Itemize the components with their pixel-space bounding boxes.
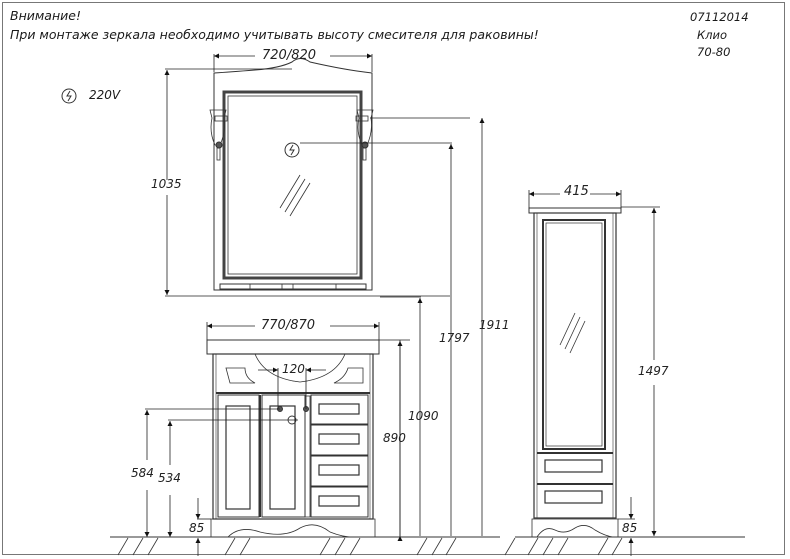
tall-cabinet [528, 207, 622, 538]
warning-title: Внимание! [10, 8, 81, 23]
left-lamp [209, 109, 228, 161]
mirror-height-dimension [164, 68, 450, 297]
tall-cabinet-height-dimension [621, 206, 660, 536]
mirror-width-label: 720/820 [262, 48, 317, 63]
mirror-width-dimension [213, 53, 373, 72]
floor-line [110, 536, 745, 556]
socket-lightning-icon [284, 142, 300, 158]
mirror-height-label: 1035 [151, 177, 182, 191]
model-size: 70-80 [697, 45, 731, 59]
splash-height-label: 1090 [408, 409, 439, 423]
socket-height-label: 1797 [439, 331, 470, 345]
mirror-top-height-label: 1911 [479, 318, 510, 332]
drain-height-label: 534 [158, 471, 181, 485]
tall-plinth-dimension [618, 497, 635, 556]
vanity-width-label: 770/870 [261, 318, 316, 333]
document-code: 07112014 [690, 10, 749, 24]
vanity-drawers [310, 394, 369, 518]
tall-cabinet-width-dimension [528, 190, 622, 208]
right-lamp [355, 109, 374, 161]
inlet-drain-dimensions [144, 408, 298, 537]
water-inlet-height-label: 584 [131, 466, 154, 480]
faucet-spacing-label: 120 [282, 362, 305, 376]
tall-cabinet-width-label: 415 [564, 184, 589, 199]
mirror [209, 58, 374, 291]
lightning-circle-icon [61, 88, 77, 104]
warning-text: При монтаже зеркала необходимо учитывать… [10, 27, 539, 42]
power-legend-label: 220V [89, 88, 121, 102]
model-name: Клио [697, 28, 728, 42]
vanity-width-dimension [206, 322, 380, 340]
height-dimensions [379, 118, 485, 541]
counter-height-label: 890 [383, 431, 406, 445]
vanity-plinth-label: 85 [189, 521, 205, 535]
tall-cabinet-height-label: 1497 [638, 364, 669, 378]
faucet-spacing-dimension [258, 367, 326, 409]
tall-plinth-label: 85 [622, 521, 638, 535]
vanity-plinth-dimension [195, 498, 211, 556]
